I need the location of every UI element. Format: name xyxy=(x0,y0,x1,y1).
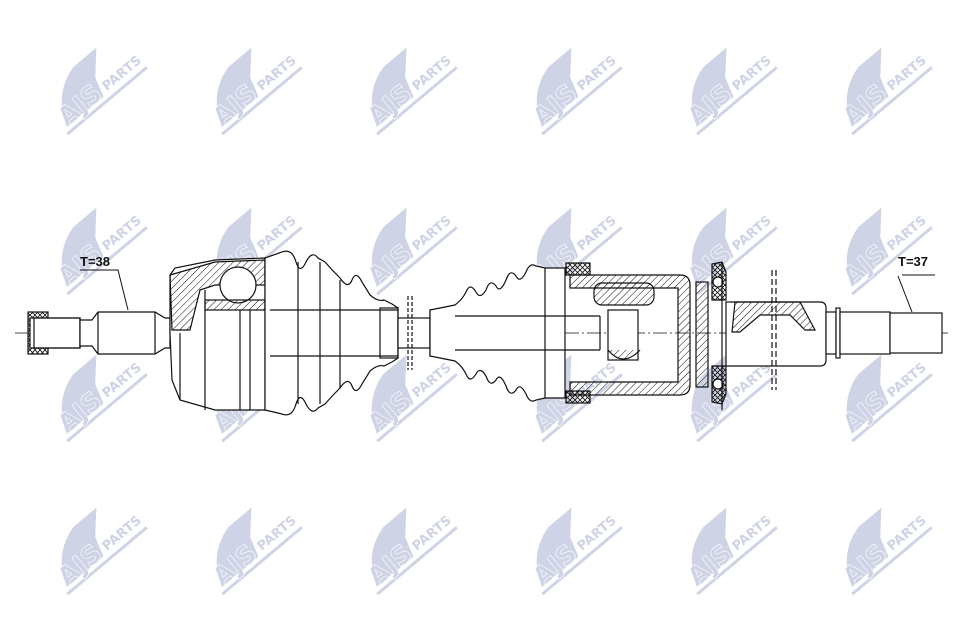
outer-cv-joint xyxy=(169,257,266,411)
outer-boot xyxy=(264,250,399,416)
right-spline-end xyxy=(825,307,943,359)
left-spline-teeth-label: T=38 xyxy=(80,254,110,269)
right-spline-teeth-label: T=37 xyxy=(898,254,928,269)
inner-tripod-joint xyxy=(569,274,691,396)
bearing-flange xyxy=(695,261,727,410)
left-spline-end xyxy=(27,311,171,355)
intermediate-shaft xyxy=(725,270,827,390)
